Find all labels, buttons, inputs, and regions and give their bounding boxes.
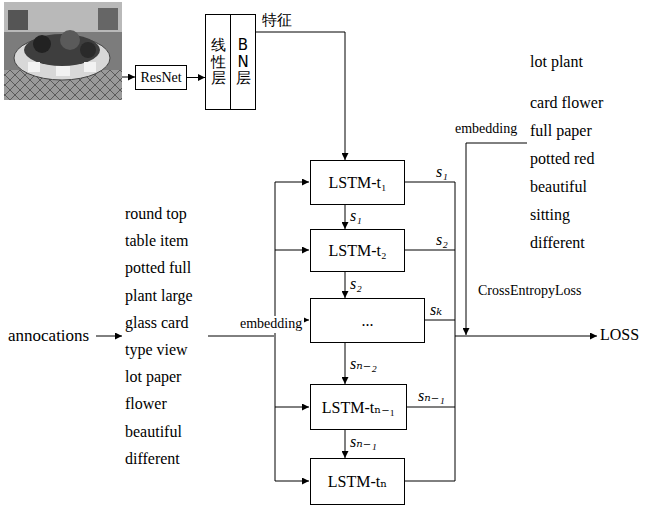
connector-arrow xyxy=(345,343,346,384)
photo-plant xyxy=(80,42,96,58)
box-text: LSTM-t₂ xyxy=(328,242,386,260)
edge-label: 特征 xyxy=(262,11,292,29)
bn-layer-box: BN层 xyxy=(230,14,256,110)
box-text: ... xyxy=(362,312,374,330)
target-embedding-line xyxy=(466,143,527,335)
output-branch xyxy=(405,481,455,482)
photo-plant xyxy=(60,30,80,50)
embedding-label: embedding xyxy=(238,316,304,333)
connector-arrow xyxy=(345,430,346,458)
lstm-box: LSTM-tₙ xyxy=(310,458,405,505)
box-text: LSTM-tₙ xyxy=(328,472,387,491)
state-label: s₁ xyxy=(436,162,448,181)
loss-arrow xyxy=(455,336,597,337)
box-text: ResNet xyxy=(140,70,181,86)
output-branch xyxy=(405,250,455,251)
output-branch xyxy=(407,407,455,408)
input-branch xyxy=(275,481,309,482)
connector-arrow xyxy=(256,32,345,160)
input-branch xyxy=(275,250,309,251)
edge-label: sₙ₋₂ xyxy=(350,354,377,373)
loss-label: LOSS xyxy=(600,325,639,344)
state-label: sₙ₋₁ xyxy=(418,386,445,405)
output-branch xyxy=(405,182,455,183)
edge-label: s₂ xyxy=(350,274,362,293)
box-text: LSTM-t₁ xyxy=(328,174,386,192)
photo-plant xyxy=(33,35,51,53)
state-label: sₖ xyxy=(430,300,442,319)
photo-shelf xyxy=(8,10,28,30)
loss-function-label: CrossEntropyLoss xyxy=(478,283,581,300)
photo-arrow xyxy=(122,77,135,78)
lstm-box: ... xyxy=(310,298,425,343)
embedding-line xyxy=(208,336,274,337)
input-label: annocations xyxy=(8,326,89,346)
lstm-box: LSTM-t₁ xyxy=(310,160,405,205)
photo-wall xyxy=(4,2,122,32)
resnet-box: ResNet xyxy=(135,65,187,90)
input-branch xyxy=(275,182,309,183)
photo-card xyxy=(56,66,70,76)
photo-shelf xyxy=(98,8,118,30)
photo-card xyxy=(28,62,40,72)
connector-arrow xyxy=(187,77,205,78)
target-word-list: card flower full paper potted red beauti… xyxy=(530,89,616,257)
input-arrow xyxy=(96,336,122,337)
linear-layer-box: 线性层 xyxy=(205,14,231,110)
edge-label: s₁ xyxy=(350,206,362,225)
input-branch xyxy=(275,407,309,408)
annotation-word-list: round top table item potted full plant l… xyxy=(125,200,199,472)
lstm-box: LSTM-tₙ₋₁ xyxy=(310,384,407,430)
connector-arrow xyxy=(345,205,346,229)
edge-label: sₙ₋₁ xyxy=(350,432,377,451)
box-text: LSTM-tₙ₋₁ xyxy=(322,398,395,417)
output-branch xyxy=(425,320,455,321)
output-bus xyxy=(455,182,456,481)
target-words: lot plant xyxy=(530,52,583,71)
photo xyxy=(4,2,122,100)
box-text: 线性层 xyxy=(211,37,226,87)
lstm-box: LSTM-t₂ xyxy=(310,229,405,272)
photo-ground xyxy=(4,2,122,100)
embedding-label: embedding xyxy=(455,121,517,138)
box-text: BN层 xyxy=(236,37,251,87)
connector-arrow xyxy=(345,272,346,298)
state-label: s₂ xyxy=(436,230,448,249)
photo-card xyxy=(84,62,96,72)
